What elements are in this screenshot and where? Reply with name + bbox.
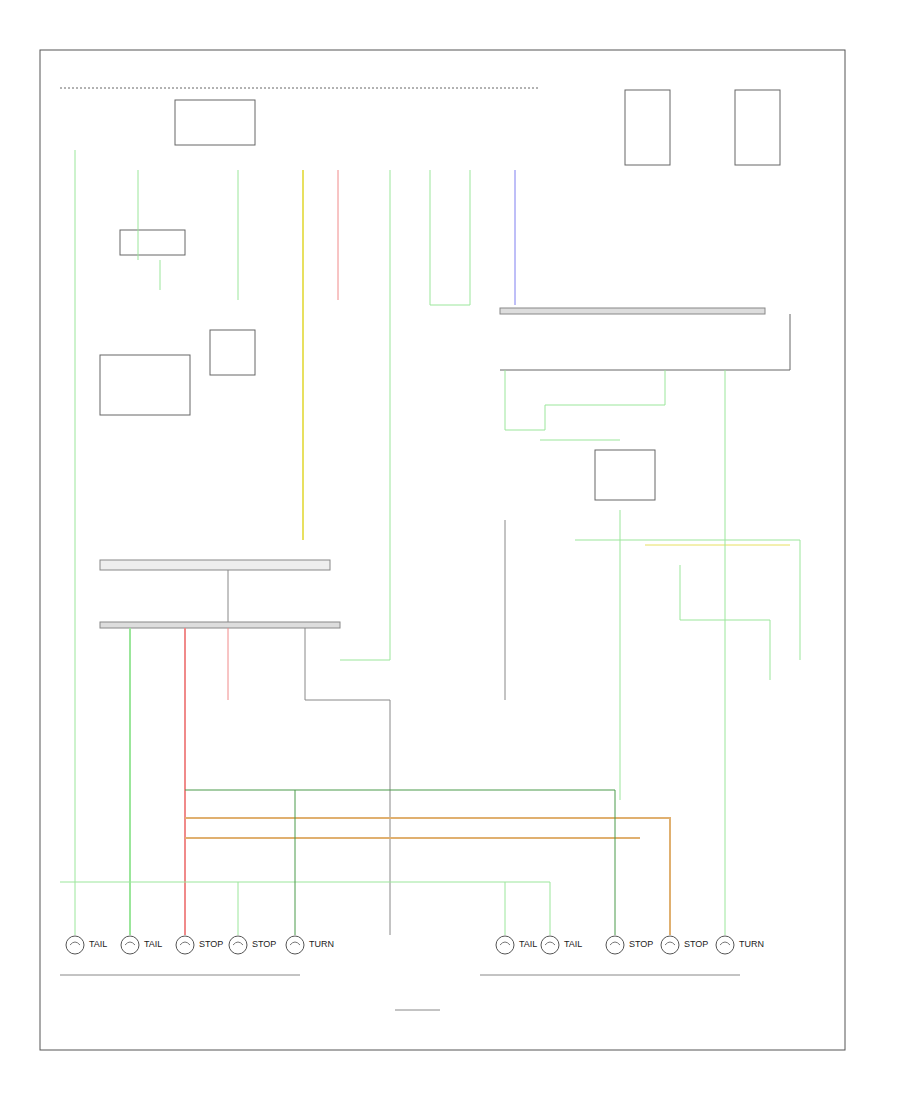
lamp-label: TAIL — [518, 939, 538, 950]
lamp-label: STOP — [683, 939, 709, 950]
lamp-label: TURN — [308, 939, 335, 950]
bulb-symbol — [715, 935, 735, 955]
lamp-label: TURN — [738, 939, 765, 950]
lamp-bulb: STOP — [605, 935, 656, 955]
lamp-bulb: TURN — [285, 935, 337, 955]
lamp-label: STOP — [628, 939, 654, 950]
bulb-symbol — [540, 935, 560, 955]
lamp-bulb: TURN — [715, 935, 767, 955]
lamp-label: TAIL — [88, 939, 108, 950]
bulb-symbol — [228, 935, 248, 955]
bulb-symbol — [120, 935, 140, 955]
lamp-label: TAIL — [563, 939, 583, 950]
lamp-bulb: STOP — [660, 935, 711, 955]
lamp-bulb: TAIL — [120, 935, 165, 955]
bulb-symbol — [660, 935, 680, 955]
bulb-symbol — [175, 935, 195, 955]
bulb-symbol — [65, 935, 85, 955]
lamp-label: TAIL — [143, 939, 163, 950]
lamp-label: STOP — [198, 939, 224, 950]
lamp-bulb: TAIL — [540, 935, 585, 955]
bulb-symbol — [495, 935, 515, 955]
bulb-symbol — [605, 935, 625, 955]
lamp-bulb: STOP — [228, 935, 279, 955]
lamp-bulb: TAIL — [65, 935, 110, 955]
bulb-symbol — [285, 935, 305, 955]
lamp-bulb: STOP — [175, 935, 226, 955]
lamp-bulb: TAIL — [495, 935, 540, 955]
lamp-label: STOP — [251, 939, 277, 950]
